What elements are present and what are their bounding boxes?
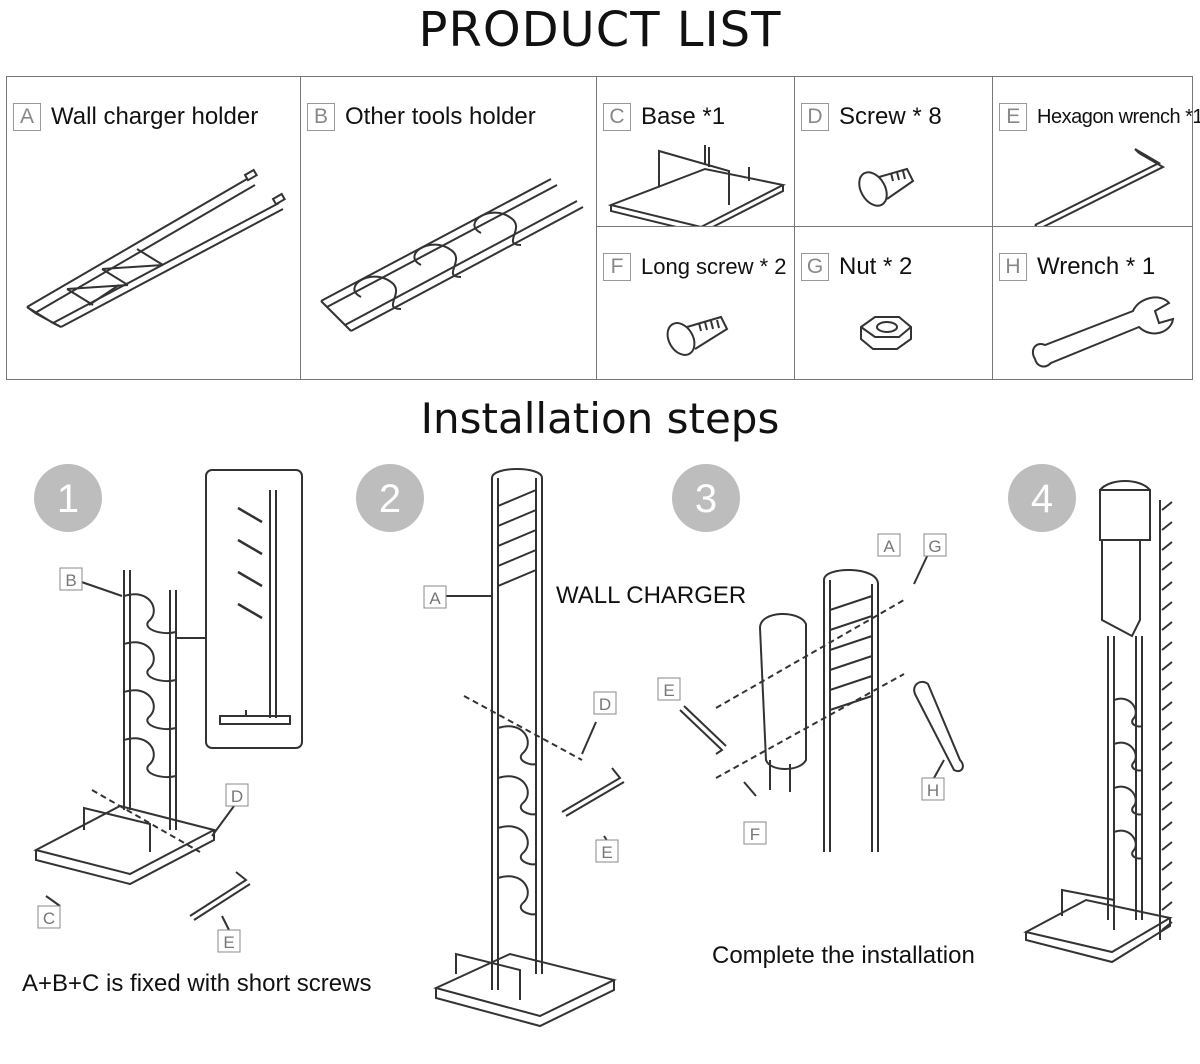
step-3-callouts: A G E H F	[657, 533, 947, 845]
part-cell-h: H Wrench * 1	[992, 226, 1193, 380]
part-letter-g: G	[801, 253, 829, 281]
step-1-number: 1	[57, 477, 79, 521]
step-1-drawing	[33, 469, 303, 933]
step-3-header: WALL CHARGER	[556, 582, 747, 609]
step-1-callout-e: E	[223, 933, 234, 952]
other-tools-holder-icon	[320, 178, 584, 332]
step-1-callouts: B D C E	[37, 567, 249, 953]
step-4-number: 4	[1031, 477, 1053, 521]
step-2-number: 2	[379, 477, 401, 521]
part-letter-a: A	[13, 103, 41, 131]
step-3-number: 3	[695, 477, 717, 521]
part-name-f: Long screw * 2	[641, 254, 787, 279]
step-3-circle	[672, 464, 740, 532]
step-1-circle	[34, 464, 102, 532]
part-name-e: Hexagon wrench *1.	[1037, 105, 1200, 128]
step-1-callout-d: D	[231, 787, 243, 806]
step-4-circle	[1008, 464, 1076, 532]
part-label-g: G Nut * 2	[801, 253, 912, 281]
step-1-caption: A+B+C is fixed with short screws	[22, 970, 372, 997]
part-cell-c: C Base *1	[596, 76, 796, 229]
hexagon-wrench-icon	[1034, 148, 1166, 229]
part-label-f: F Long screw * 2	[603, 253, 787, 281]
part-name-a: Wall charger holder	[51, 103, 259, 130]
step-1-callout-c: C	[43, 909, 55, 928]
part-label-b: B Other tools holder	[307, 103, 536, 131]
installation-title: Installation steps	[420, 394, 780, 443]
part-name-h: Wrench * 1	[1037, 253, 1156, 280]
step-2-callout-a: A	[429, 589, 441, 608]
part-letter-b: B	[307, 103, 335, 131]
step-3-callout-g: G	[928, 537, 941, 556]
part-label-h: H Wrench * 1	[999, 253, 1155, 281]
part-name-b: Other tools holder	[345, 103, 536, 130]
part-letter-f: F	[603, 253, 631, 281]
long-screw-icon	[666, 315, 729, 356]
part-label-d: D Screw * 8	[801, 103, 942, 131]
step-2-drawing	[433, 468, 625, 1028]
part-name-d: Screw * 8	[839, 103, 942, 130]
installation-steps: 1 2 3 4 B D	[0, 460, 1200, 1064]
step-1-callout-b: B	[65, 571, 76, 590]
part-label-e: E Hexagon wrench *1.	[999, 103, 1200, 131]
part-cell-e: E Hexagon wrench *1.	[992, 76, 1200, 229]
step-2-callout-d: D	[599, 695, 611, 714]
step-2-circle	[356, 464, 424, 532]
step-3-caption: Complete the installation	[712, 942, 975, 969]
product-list-grid: A Wall charger holder B Other tools hold…	[6, 76, 1200, 380]
part-cell-a: A Wall charger holder	[6, 76, 302, 380]
step-4-drawing	[1023, 480, 1173, 964]
installation-diagram: 1 2 3 4 B D	[33, 464, 1173, 1028]
part-cell-b: B Other tools holder	[300, 76, 598, 380]
part-letter-c: C	[603, 103, 631, 131]
step-3-callout-a: A	[883, 537, 895, 556]
step-2-callouts: A D E	[423, 585, 619, 863]
part-name-g: Nut * 2	[839, 253, 913, 280]
part-letter-h: H	[999, 253, 1027, 281]
base-icon	[607, 145, 786, 229]
step-2-callout-e: E	[601, 843, 612, 862]
step-3-callout-e: E	[663, 681, 674, 700]
wall-charger-holder-icon	[26, 168, 287, 328]
step-3-callout-f: F	[750, 825, 760, 844]
nut-icon	[860, 316, 912, 350]
part-label-a: A Wall charger holder	[13, 103, 258, 131]
part-name-c: Base *1	[641, 103, 726, 130]
open-end-wrench-icon	[1031, 296, 1175, 368]
product-list-title: PRODUCT LIST	[418, 2, 782, 58]
part-cell-f: F Long screw * 2	[596, 226, 796, 380]
part-label-c: C Base *1	[603, 103, 725, 131]
part-cell-g: G Nut * 2	[794, 226, 994, 380]
part-cell-d: D Screw * 8	[794, 76, 994, 228]
part-letter-d: D	[801, 103, 829, 131]
part-letter-e: E	[999, 103, 1027, 131]
screw-icon	[858, 167, 915, 207]
step-number-circles: 1 2 3 4	[34, 464, 1076, 532]
step-3-callout-h: H	[927, 781, 939, 800]
